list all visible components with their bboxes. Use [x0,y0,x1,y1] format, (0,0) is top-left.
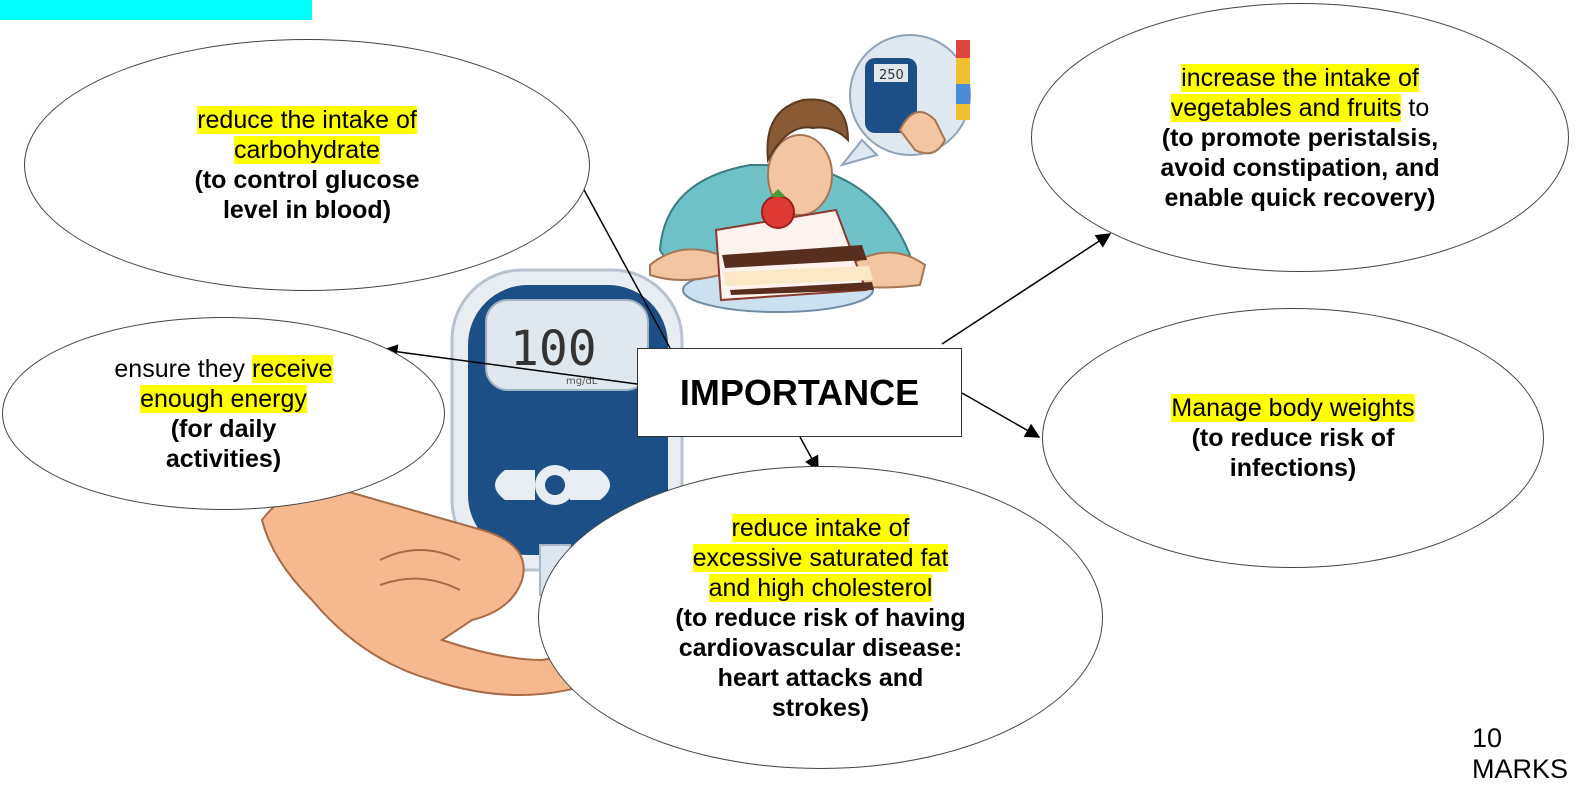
fat-highlight-2: excessive saturated fat [692,543,949,572]
person-eating-cake-illustration [649,98,927,313]
energy-reason-1: (for daily [170,414,277,443]
energy-highlight-2: enough energy [140,384,307,413]
marks-label: 10 MARKS [1472,723,1569,784]
importance-label: IMPORTANCE [679,371,920,413]
vegetables-highlight-2: vegetables and fruits [1170,93,1402,122]
node-manage-weight: Manage body weights (to reduce risk of i… [1042,308,1544,568]
thought-bubble-meter-icon: 250 [839,34,971,167]
arrow-to-vegetables [941,233,1112,345]
svg-text:250: 250 [879,68,904,83]
arrow-to-fat [799,436,819,472]
cyan-header-bar [0,0,312,20]
node-reduce-carbohydrate: reduce the intake of carbohydrate (to co… [24,39,590,291]
node-reduce-fat: reduce intake of excessive saturated fat… [538,466,1103,769]
importance-center-box: IMPORTANCE [637,348,962,437]
vegetables-reason-3: enable quick recovery) [1164,183,1436,212]
fat-reason-4: strokes) [771,693,870,722]
vegetables-highlight-1: increase the intake of [1181,63,1419,92]
weight-reason-1: (to reduce risk of [1191,424,1395,452]
hand-illustration [260,487,603,696]
fat-highlight-1: reduce intake of [731,513,910,542]
node-increase-vegetables: increase the intake of vegetables and fr… [1031,3,1569,272]
fat-reason-1: (to reduce risk of having [675,603,966,632]
arrow-to-energy [382,344,638,385]
arrow-to-carbohydrate [569,162,671,349]
arrow-to-weight [961,392,1041,438]
weight-reason-2: infections) [1229,454,1357,482]
fat-reason-2: cardiovascular disease: [678,633,963,662]
carbohydrate-highlight-1: reduce the intake of [197,106,417,134]
carbohydrate-highlight-2: carbohydrate [234,136,380,164]
fat-reason-3: heart attacks and [717,663,924,692]
node-ensure-energy: ensure they receive enough energy (for d… [2,317,445,510]
vegetables-reason-2: avoid constipation, and [1160,153,1440,182]
energy-reason-2: activities) [165,444,282,473]
energy-highlight-1: receive [252,354,333,383]
weight-highlight: Manage body weights [1171,394,1415,422]
carbohydrate-reason-2: level in blood) [222,196,392,224]
fat-highlight-3: and high cholesterol [708,573,933,602]
vegetables-plain: to [1401,93,1430,122]
svg-text:100: 100 [510,321,597,377]
carbohydrate-reason-1: (to control glucose [194,166,420,194]
svg-text:mg/dL: mg/dL [566,376,598,387]
vegetables-reason-1: (to promote peristalsis, [1161,123,1439,152]
energy-plain: ensure they [114,354,252,383]
